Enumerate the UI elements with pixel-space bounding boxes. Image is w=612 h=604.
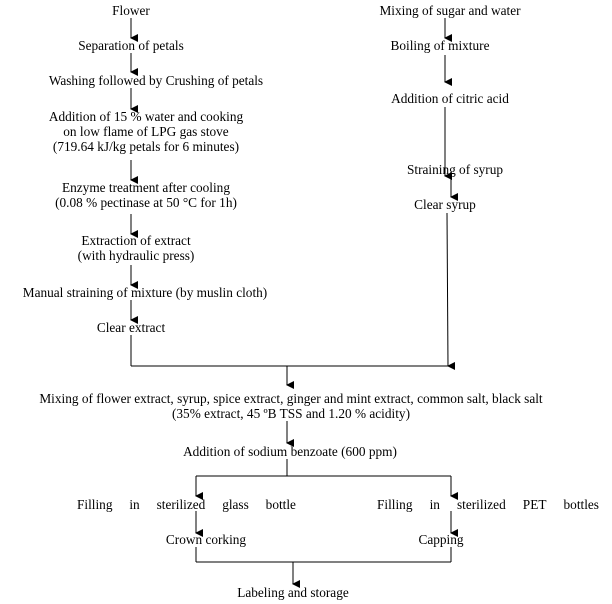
step-mixing-line-2: (35% extract, 45 ºB TSS and 1.20 % acidi…: [171, 406, 410, 421]
step-citric: Addition of citric acid: [391, 91, 509, 106]
step-capping: Capping: [418, 532, 464, 547]
word: PET: [522, 497, 547, 512]
step-extraction: Extraction of extract (with hydraulic pr…: [46, 233, 226, 263]
step-enzyme-line-2: (0.08 % pectinase at 50 °C for 1h): [55, 195, 237, 210]
step-clear-extract: Clear extract: [96, 320, 166, 335]
word: in: [429, 497, 440, 512]
step-addition-water-line-1: Addition of 15 % water and cooking: [48, 109, 244, 124]
step-crown-corking: Crown corking: [165, 532, 247, 547]
step-filling-pet: Filling in sterilized PET bottles: [377, 497, 599, 512]
step-enzyme: Enzyme treatment after cooling (0.08 % p…: [26, 180, 266, 210]
step-separation: Separation of petals: [78, 38, 184, 53]
step-manual-straining: Manual straining of mixture (by muslin c…: [22, 285, 268, 300]
step-flower: Flower: [112, 3, 150, 18]
word: sterilized: [456, 497, 506, 512]
word: Filling: [77, 497, 113, 512]
step-addition-water-line-3: (719.64 kJ/kg petals for 6 minutes): [52, 139, 240, 154]
step-benzoate: Addition of sodium benzoate (600 ppm): [183, 444, 397, 459]
step-addition-water: Addition of 15 % water and cooking on lo…: [16, 109, 276, 154]
step-mixing-line-1: Mixing of flower extract, syrup, spice e…: [39, 391, 543, 406]
step-straining-syrup: Straining of syrup: [406, 162, 504, 177]
word: Filling: [377, 497, 413, 512]
step-mixing: Mixing of flower extract, syrup, spice e…: [0, 391, 582, 421]
step-addition-water-line-2: on low flame of LPG gas stove: [63, 124, 229, 139]
step-labeling: Labeling and storage: [237, 585, 349, 600]
step-extraction-line-1: Extraction of extract: [81, 233, 191, 248]
step-clear-syrup: Clear syrup: [414, 197, 476, 212]
word: bottles: [563, 497, 599, 512]
word: in: [129, 497, 140, 512]
step-boiling: Boiling of mixture: [390, 38, 490, 53]
step-washing: Washing followed by Crushing of petals: [48, 73, 264, 88]
step-enzyme-line-1: Enzyme treatment after cooling: [62, 180, 230, 195]
word: glass: [222, 497, 249, 512]
step-mixing-sugar: Mixing of sugar and water: [379, 3, 521, 18]
word: bottle: [265, 497, 296, 512]
step-extraction-line-2: (with hydraulic press): [77, 248, 195, 263]
arrow-clear-syrup-down: [446, 212, 456, 370]
word: sterilized: [156, 497, 206, 512]
step-filling-glass: Filling in sterilized glass bottle: [77, 497, 296, 512]
